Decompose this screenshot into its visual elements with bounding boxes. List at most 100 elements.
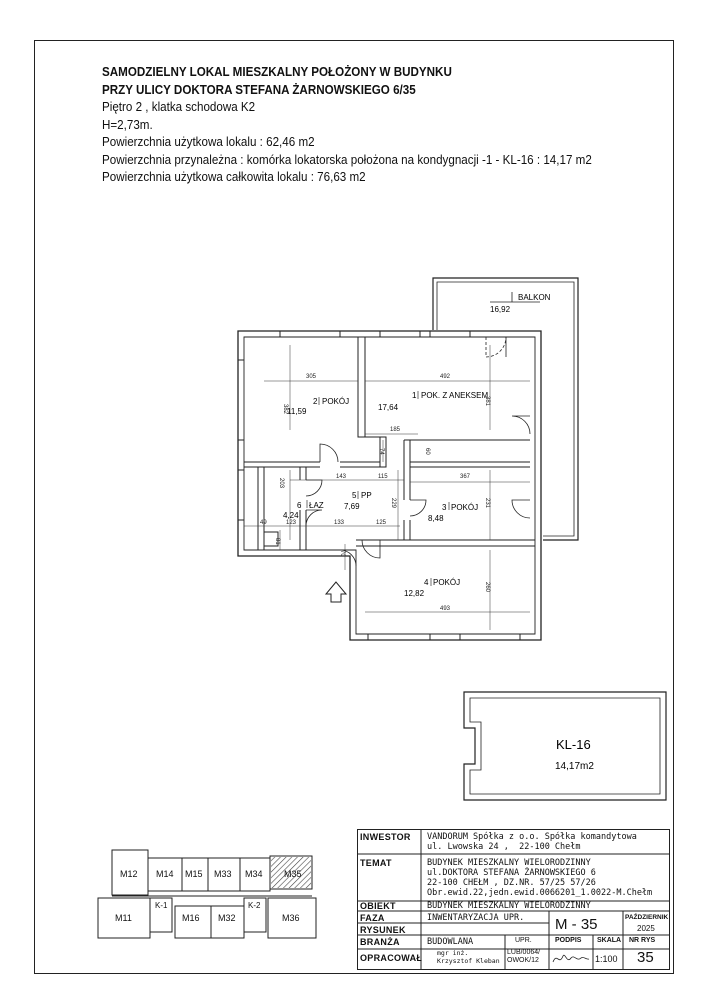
temat-label: TEMAT [360,858,392,868]
keyplan-m14: M14 [156,869,174,879]
dim-74: 74 [378,448,384,455]
keyplan-m34: M34 [245,869,263,879]
header-line-2: PRZY ULICY DOKTORA STEFANA ŻARNOWSKIEGO … [102,82,416,97]
key-plan [97,849,317,939]
room-1-number: 1 [412,391,417,400]
header-line-1: SAMODZIELNY LOKAL MIESZKALNY POŁOŻONY W … [102,65,452,79]
room-6-area: 4,24 [283,511,299,520]
opracowal-value: mgr inż. Krzysztof Kleban [437,949,500,965]
keyplan-m11: M11 [115,913,132,923]
room-1-name: POK. Z ANEKSEM [421,391,488,400]
room-6-name: ŁAZ [309,501,324,510]
room-4-area: 12,82 [404,589,425,598]
dim-49: 49 [260,520,267,526]
doors [305,336,531,567]
keyplan-m16: M16 [182,913,200,923]
branza-value: BUDOWLANA [427,937,474,947]
keyplan-m35: M35 [284,869,302,879]
storage-area: 14,17m2 [555,761,594,772]
dim-125: 125 [376,520,387,526]
dim-382: 382 [282,404,288,415]
dim-143: 143 [336,474,347,480]
dim-81: 81 [274,538,280,545]
faza-value: INWENTARYZACJA UPR. [427,913,525,923]
nr-rys-value: 35 [637,949,654,966]
dimension-lines [244,345,530,630]
obiekt-label: OBIEKT [360,901,396,911]
windows [238,331,521,640]
title-block: INWESTOR VANDORUM Spółka z o.o. Spółka k… [357,829,670,970]
storage-label: KL-16 [556,737,591,752]
dim-185: 185 [390,427,401,433]
keyplan-m15: M15 [185,869,203,879]
dim-305: 305 [306,374,317,380]
header-line-4: H=2,73m. [102,117,153,132]
keyplan-m12: M12 [120,869,138,879]
inner-walls [244,336,535,550]
dim-381: 381 [484,396,490,407]
dim-492: 492 [440,374,451,380]
room-5-number: 5 [352,491,357,500]
skala-label: SKALA [597,937,622,944]
dim-229: 229 [390,498,396,509]
skala-value: 1:100 [595,954,618,964]
dim-493: 493 [440,606,451,612]
storage-unit [463,691,667,801]
room-4-name: POKÓJ [433,578,460,587]
room-2-number: 2 [313,397,318,406]
dim-260: 260 [484,582,490,593]
nr-rys-label: NR RYS [629,937,656,944]
branza-label: BRANŻA [360,937,400,947]
balcony-name: BALKON [518,293,551,302]
dim-133: 133 [334,520,345,526]
sheet-border [34,40,674,974]
dim-60: 60 [424,448,430,455]
inwestor-label: INWESTOR [360,832,411,842]
faza-label: FAZA [360,913,385,923]
document-header: SAMODZIELNY LOKAL MIESZKALNY POŁOŻONY W … [102,64,662,187]
header-line-6: Powierzchnia przynależna : komórka lokat… [102,152,592,167]
keyplan-m33: M33 [214,869,232,879]
dim-231: 231 [484,498,490,509]
date-value: 2025 [637,924,655,933]
date-label: PAŹDZIERNIK [625,914,669,921]
obiekt-value: BUDYNEK MIESZKALNY WIELORODZINNY [427,901,591,911]
header-line-5: Powierzchnia użytkowa lokalu : 62,46 m2 [102,135,315,149]
room-3-number: 3 [442,503,447,512]
podpis-label: PODPIS [555,937,582,944]
room-2-area: 11,59 [287,407,307,416]
entrance-arrow-icon [324,581,348,603]
rysunek-label: RYSUNEK [360,925,406,935]
inwestor-value: VANDORUM Spółka z o.o. Spółka komandytow… [427,832,637,852]
balcony-area: 16,92 [490,305,511,314]
title-block-grid [357,829,670,970]
room-4-number: 4 [424,578,429,587]
keyplan-k1: K-1 [155,901,168,910]
keyplan-m36: M36 [282,913,300,923]
header-line-3: Piętro 2 , klatka schodowa K2 [102,100,256,114]
outer-walls [237,330,542,641]
room-3-area: 8,48 [428,514,444,523]
dim-367: 367 [460,474,471,480]
header-line-7: Powierzchnia użytkowa całkowita lokalu :… [102,170,366,184]
temat-value: BUDYNEK MIESZKALNY WIELORODZINNY ul.DOKT… [427,858,653,898]
dim-70: 70 [339,550,345,557]
upr-value: LUB/0064/ OWOK/12 [507,949,541,964]
room-5-area: 7,69 [344,502,360,511]
keyplan-k2: K-2 [248,901,261,910]
room-3-name: POKÓJ [451,503,478,512]
sheet-number: M - 35 [555,916,598,933]
room-1-area: 17,64 [378,403,399,412]
opracowal-label: OPRACOWAŁ [360,953,423,963]
dim-115: 115 [378,474,388,480]
balcony [432,277,579,541]
signature-icon [552,954,590,963]
dim-203: 203 [278,478,284,489]
dim-123: 123 [286,520,297,526]
room-6-number: 6 [297,501,302,510]
room-5-name: PP [361,491,372,500]
keyplan-m32: M32 [218,913,236,923]
room-2-name: POKÓJ [322,397,349,406]
upr-label: UPR. [515,937,532,944]
